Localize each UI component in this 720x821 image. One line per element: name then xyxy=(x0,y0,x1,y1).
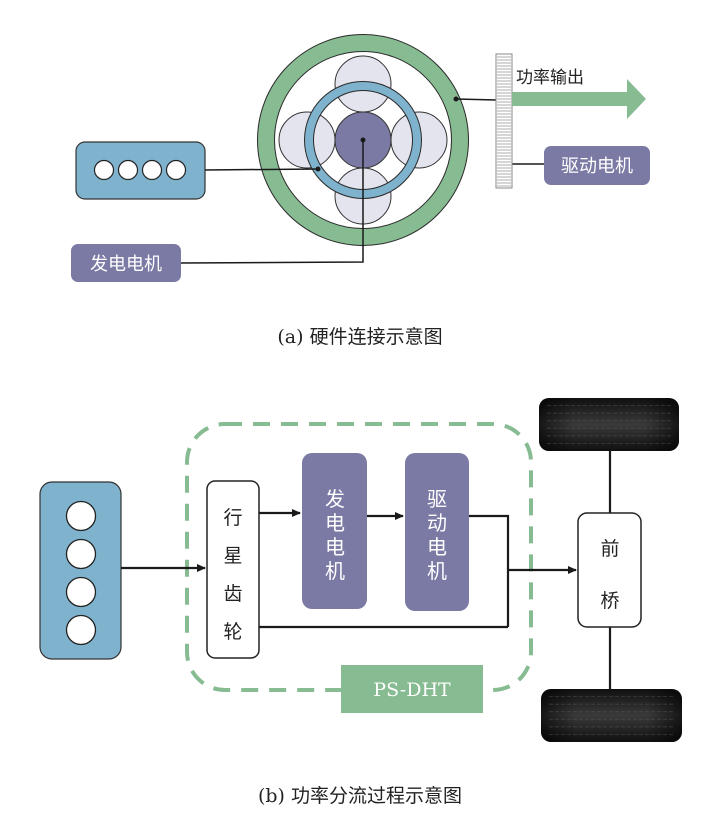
cylinder-icon xyxy=(65,614,97,646)
vertical-char: 行 xyxy=(223,507,242,529)
power-output-arrow-icon xyxy=(512,79,646,119)
sun-joint xyxy=(360,137,366,143)
engine-to-carrier-line xyxy=(204,168,319,171)
planetary-gear-box xyxy=(206,480,260,659)
generator-box-b xyxy=(302,453,367,609)
drive-motor-label-b: 驱动电机 xyxy=(427,487,447,583)
cylinder-icon xyxy=(165,159,187,181)
cylinder-icon xyxy=(65,500,97,532)
vertical-char: 动 xyxy=(427,511,447,535)
generator-box-a xyxy=(71,244,181,282)
vertical-char: 齿 xyxy=(223,583,242,605)
vertical-char: 桥 xyxy=(600,590,619,612)
output-gear-icon xyxy=(495,53,513,189)
tire-top-icon xyxy=(539,398,679,451)
ring-to-output-line xyxy=(455,98,497,101)
drive-motor-box-b xyxy=(405,453,469,611)
vertical-char: 电 xyxy=(325,511,345,535)
caption-b: (b) 功率分流过程示意图 xyxy=(258,785,462,807)
engine-a xyxy=(75,141,206,200)
cylinder-icon xyxy=(65,538,97,570)
generator-label-a: 发电电机 xyxy=(90,254,162,275)
caption-a: (a) 硬件连接示意图 xyxy=(277,326,442,348)
vertical-char: 电 xyxy=(325,535,345,559)
ps-dht-badge xyxy=(341,665,483,713)
front-axle-label: 前桥 xyxy=(600,538,619,612)
vertical-char: 星 xyxy=(223,545,242,567)
vertical-char: 发 xyxy=(325,487,345,511)
vertical-char: 机 xyxy=(427,559,447,583)
cylinder-icon xyxy=(141,159,163,181)
cylinder-icon xyxy=(93,159,115,181)
ps-dht-label: PS-DHT xyxy=(373,679,451,701)
tire-bottom-icon xyxy=(541,689,682,742)
generator-label-b: 发电电机 xyxy=(325,487,345,583)
vertical-char: 驱 xyxy=(427,487,447,511)
power-output-label: 功率输出 xyxy=(516,68,584,88)
cylinder-icon xyxy=(117,159,139,181)
figure-a: 功率输出 驱动电机 发电电机 (a) 硬件连接示意图 xyxy=(71,34,650,348)
vertical-char: 前 xyxy=(600,538,619,560)
drive-motor-box-a xyxy=(544,146,650,185)
vertical-char: 电 xyxy=(427,535,447,559)
generator-to-sun-line xyxy=(180,140,364,264)
cylinder-icon xyxy=(65,576,97,608)
vertical-char: 机 xyxy=(325,559,345,583)
drive-to-junction-line xyxy=(469,514,510,627)
carrier-joint xyxy=(315,166,321,172)
front-axle-box xyxy=(577,512,642,628)
drive-motor-label-a: 驱动电机 xyxy=(561,156,633,177)
engine-b xyxy=(39,481,122,660)
vertical-char: 轮 xyxy=(223,621,242,643)
ring-joint xyxy=(453,96,459,102)
